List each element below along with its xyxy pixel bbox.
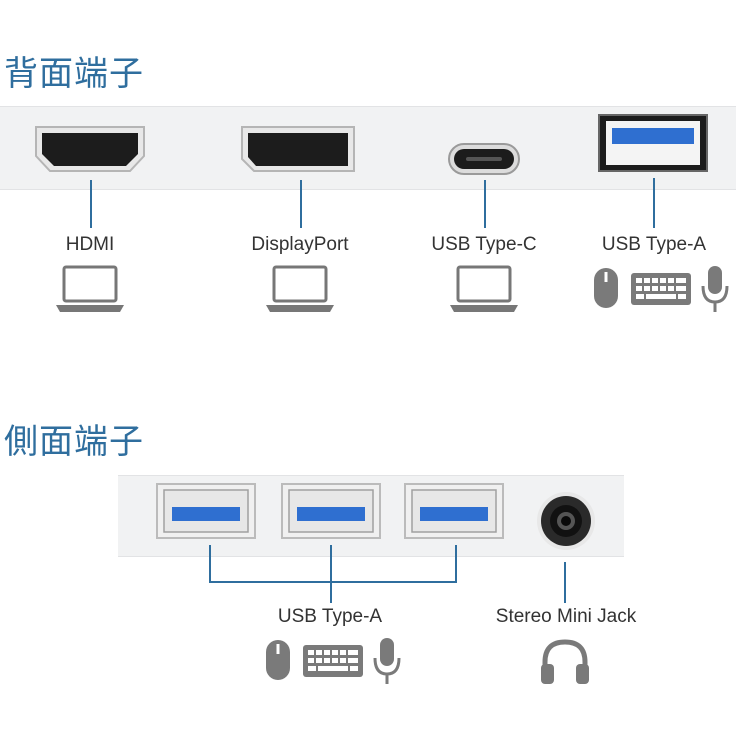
usb-a-port-side-3: [404, 483, 504, 539]
leader-line-displayport: [300, 180, 302, 228]
leader-line-hdmi: [90, 180, 92, 228]
usb-a-port-rear: [598, 114, 708, 172]
laptop-icon: [54, 264, 126, 314]
displayport-port: [240, 124, 356, 174]
audio-jack-port: [536, 491, 596, 551]
leader-line-usb-a-side-3: [455, 545, 457, 583]
headphones-icon: [538, 636, 592, 686]
hdmi-label: HDMI: [65, 234, 115, 255]
rear-section-title: 背面端子: [4, 54, 144, 94]
side-section-title: 側面端子: [4, 422, 144, 462]
laptop-icon: [264, 264, 336, 314]
usb-a-port-side-1: [156, 483, 256, 539]
leader-line-usb-a-side-1: [209, 545, 211, 583]
laptop-icon: [448, 264, 520, 314]
stereo-mini-jack-label: Stereo Mini Jack: [495, 606, 637, 627]
mouse-icon: [264, 638, 292, 682]
usb-a-side-label: USB Type-A: [277, 606, 383, 627]
usb-c-port: [448, 143, 520, 175]
displayport-label: DisplayPort: [251, 234, 349, 255]
microphone-icon: [372, 636, 402, 686]
mouse-icon: [592, 266, 620, 310]
keyboard-icon: [302, 644, 364, 678]
keyboard-icon: [630, 272, 692, 306]
leader-line-usb-a-side-2: [330, 545, 332, 603]
usb-c-label: USB Type-C: [431, 234, 537, 255]
microphone-icon: [700, 264, 730, 314]
usb-a-port-side-2: [281, 483, 381, 539]
leader-line-audio-jack: [564, 562, 566, 603]
leader-line-usb-c: [484, 180, 486, 228]
leader-bracket: [209, 581, 457, 583]
hdmi-port: [34, 124, 146, 174]
usb-a-rear-label: USB Type-A: [601, 234, 707, 255]
leader-line-usb-a-rear: [653, 178, 655, 228]
